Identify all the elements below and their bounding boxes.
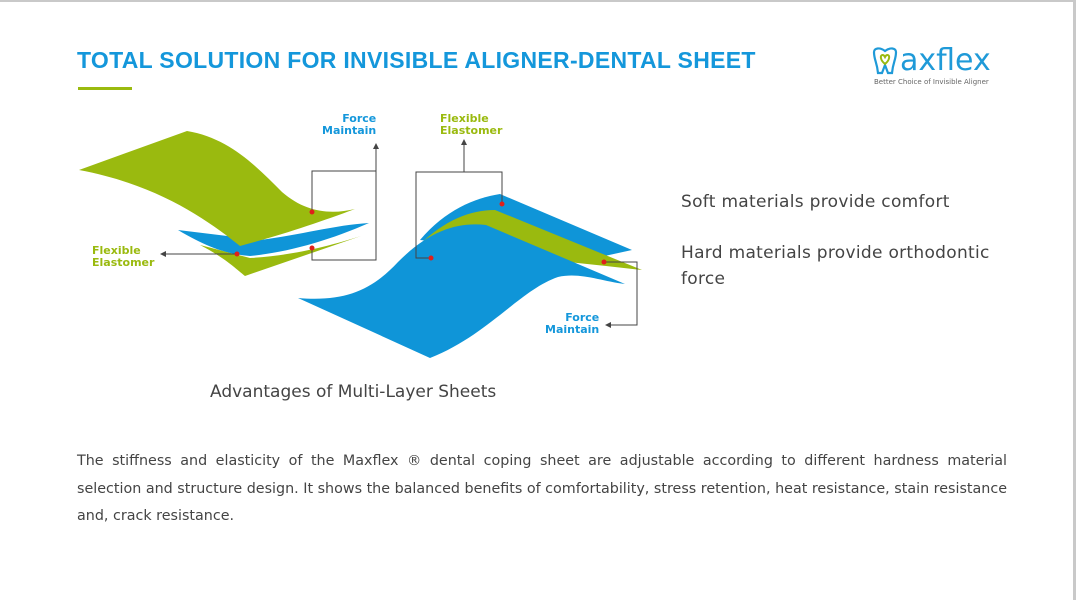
page-title: TOTAL SOLUTION FOR INVISIBLE ALIGNER-DEN… <box>77 47 756 73</box>
point-soft-materials: Soft materials provide comfort <box>681 192 950 212</box>
left-middle-blue-layer <box>178 223 369 256</box>
diagram-caption: Advantages of Multi-Layer Sheets <box>210 382 497 402</box>
layer-marker-dots <box>234 201 607 265</box>
brand-logo: axflex Better Choice of Invisible Aligne… <box>870 43 1010 86</box>
right-force-connector <box>604 261 638 328</box>
point-hard-materials: Hard materials provide orthodontic force <box>681 243 990 289</box>
tooth-heart-icon <box>872 47 898 75</box>
left-force-connector <box>311 146 376 261</box>
title-underline <box>78 87 132 90</box>
right-bottom-blue-layer <box>298 224 625 358</box>
logo-tagline: Better Choice of Invisible Aligner <box>874 78 989 86</box>
left-top-green-layer <box>79 131 355 246</box>
right-elastomer-connector <box>415 142 503 259</box>
logo-wordmark: axflex <box>900 43 991 78</box>
description-paragraph: The stiffness and elasticity of the Maxf… <box>77 453 1007 524</box>
left-bottom-green-layer <box>200 236 361 276</box>
